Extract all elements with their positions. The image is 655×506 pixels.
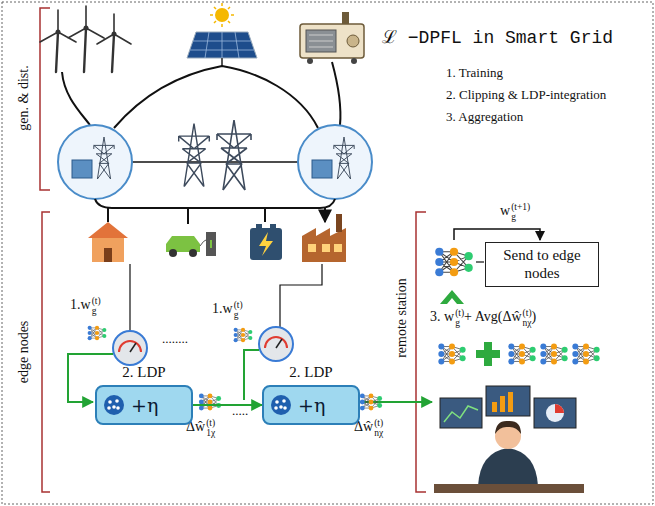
step-item: 2. Clipping & LDP-integration <box>446 88 606 103</box>
subscript: g <box>234 310 243 320</box>
subscript: nχ <box>374 428 383 438</box>
math-base: 1.w <box>212 301 233 316</box>
process-box: Send to edge nodes <box>485 242 599 287</box>
math-base: 1.w <box>70 297 91 312</box>
section-label: edge nodes <box>16 321 32 384</box>
diagram-title: ℒ −DPFL in Smart Grid <box>382 28 613 49</box>
math-base: 3. w <box>430 309 454 324</box>
script-stack: (t)g <box>234 300 243 320</box>
script-stack: (t)1χ <box>206 418 215 438</box>
math-label: 3. w(t)g+ Avg(Δŵ(t)nχ) <box>430 308 536 328</box>
math-label: w(t+1)g <box>500 202 530 222</box>
superscript: (t+1) <box>511 202 530 212</box>
subscript: nχ <box>523 318 532 328</box>
box-text: +η <box>97 390 158 420</box>
subscript: g <box>511 212 530 222</box>
section-label: gen. & dist. <box>16 65 32 130</box>
step-item: 3. Aggregation <box>446 110 523 125</box>
script-stack: (t)g <box>455 308 464 328</box>
superscript: (t) <box>455 308 464 318</box>
box-heading: 2. LDP <box>289 364 332 381</box>
script-stack: (t)g <box>92 296 101 316</box>
subscript: g <box>455 318 464 328</box>
superscript: (t) <box>374 418 383 428</box>
ellipsis: ..... <box>232 404 248 419</box>
ellipsis: ........ <box>162 332 188 347</box>
superscript: (t) <box>206 418 215 428</box>
math-base: + Avg(Δŵ <box>464 309 521 324</box>
math-label: 1.w(t)g <box>212 300 243 320</box>
section-label: remote station <box>394 278 410 358</box>
box-heading: 2. LDP <box>122 364 165 381</box>
flow-arrow <box>193 404 262 406</box>
math-base: ) <box>532 309 537 324</box>
subscript: 1χ <box>206 428 215 438</box>
script-stack: (t)nχ <box>523 308 532 328</box>
box-text: Send to edge nodes <box>492 247 592 282</box>
script-stack: (t)nχ <box>374 418 383 438</box>
superscript: (t) <box>92 296 101 306</box>
superscript: (t) <box>234 300 243 310</box>
math-base: w <box>500 203 510 218</box>
script-stack: (t+1)g <box>511 202 530 222</box>
step-item: 1. Training <box>446 66 503 81</box>
box-text: +η <box>264 390 325 420</box>
superscript: (t) <box>523 308 532 318</box>
ldp-box: 2. LDP+η <box>262 385 360 425</box>
subscript: g <box>92 306 101 316</box>
privacy-icon <box>103 394 125 416</box>
math-label: 1.w(t)g <box>70 296 101 316</box>
privacy-icon <box>270 394 292 416</box>
ldp-box: 2. LDP+η <box>95 385 193 425</box>
